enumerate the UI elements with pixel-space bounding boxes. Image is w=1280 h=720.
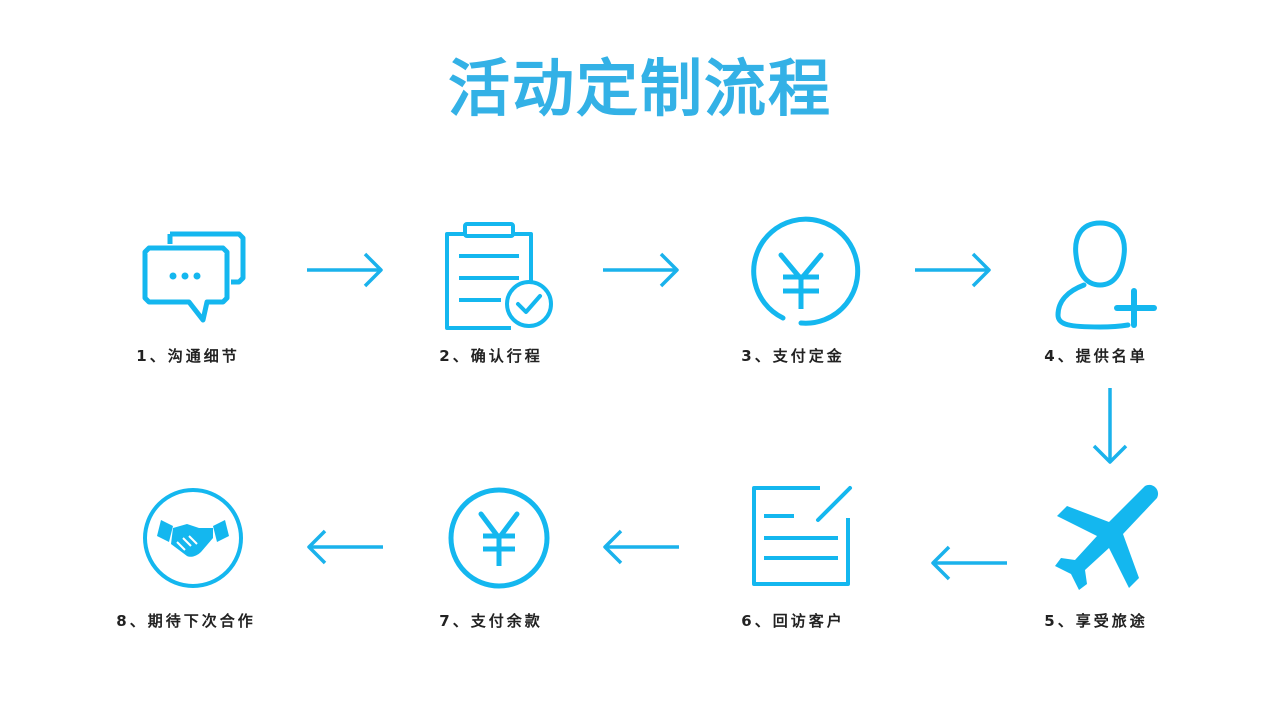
step-label-8: 8、期待下次合作: [116, 612, 256, 630]
arrow-right-3-4: [913, 250, 993, 290]
page-title: 活动定制流程: [447, 52, 832, 125]
edit-document-icon: [742, 478, 862, 598]
step-label-3: 3、支付定金: [741, 347, 845, 365]
step-label-7: 7、支付余款: [439, 612, 543, 630]
arrow-right-2-3: [601, 250, 681, 290]
arrow-left-7-8: [305, 527, 385, 567]
yuan-coin-icon: [439, 478, 559, 598]
add-user-icon: [1050, 215, 1170, 335]
step-label-6: 6、回访客户: [741, 612, 845, 630]
clipboard-check-icon: [435, 220, 555, 340]
handshake-icon: [133, 478, 253, 598]
step-label-5: 5、享受旅途: [1044, 612, 1148, 630]
airplane-icon: [1045, 478, 1165, 598]
arrow-left-5-6: [929, 543, 1009, 583]
arrow-right-1-2: [305, 250, 385, 290]
arrow-left-6-7: [601, 527, 681, 567]
chat-bubbles-icon: [135, 220, 255, 340]
arrow-down-4-5: [1090, 386, 1130, 466]
step-label-4: 4、提供名单: [1044, 347, 1148, 365]
yuan-coin-icon: [741, 215, 861, 335]
step-label-1: 1、沟通细节: [136, 347, 240, 365]
step-label-2: 2、确认行程: [439, 347, 543, 365]
